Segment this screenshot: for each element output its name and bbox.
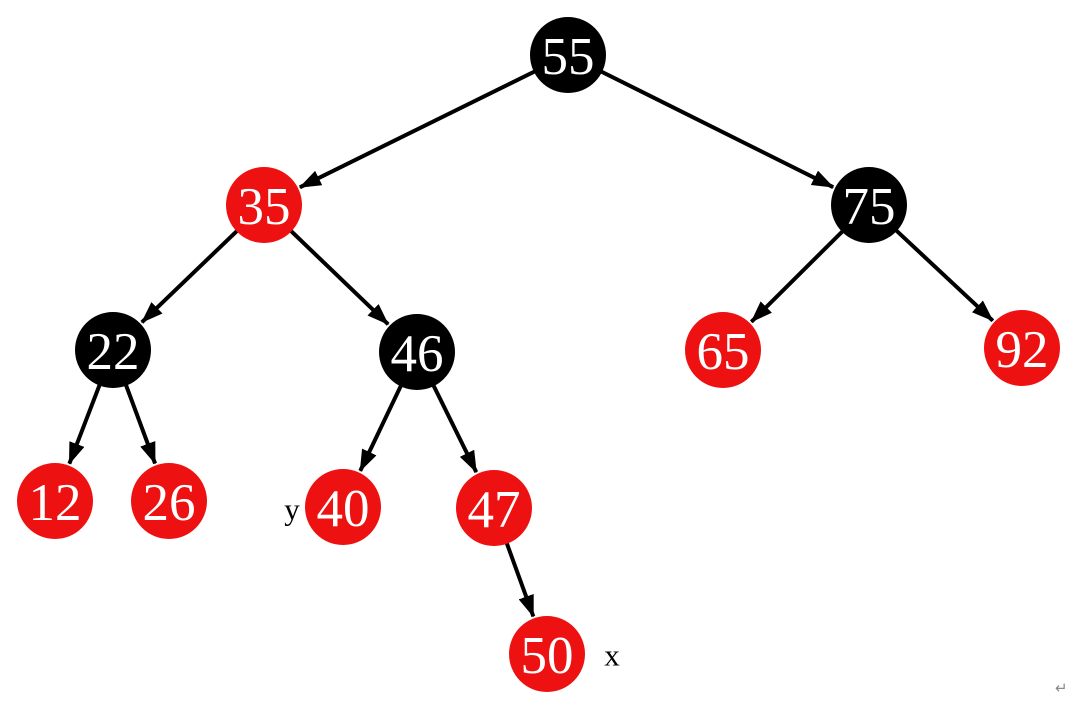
edges-layer [67,53,995,618]
nodes-layer: 55 35 75 22 46 65 92 12 26 40 47 50 [17,17,1060,692]
tree-node-label-92: 92 [996,321,1049,379]
pointer-label-x: x [604,638,620,673]
tree-node-50 [509,616,585,692]
tree-node-label-22: 22 [87,323,140,381]
tree-node-label-75: 75 [843,178,896,236]
tree-node-55 [530,17,606,93]
labels-layer: y x ↵ [284,492,1067,698]
tree-node-label-26: 26 [143,474,196,532]
tree-node-46 [379,314,455,390]
tree-node-label-46: 46 [391,325,444,383]
tree-node-26 [131,463,207,539]
tree-node-12 [17,463,93,539]
tree-node-65 [685,312,761,388]
tree-node-40 [305,469,381,545]
tree-node-label-50: 50 [521,627,574,685]
edge-55-35 [298,53,569,190]
tree-node-label-55: 55 [542,28,595,86]
tree-node-label-65: 65 [697,323,750,381]
tree-node-22 [75,312,151,388]
tree-node-label-40: 40 [317,480,370,538]
tree-node-75 [831,167,907,243]
carriage-return-mark: ↵ [1055,679,1068,697]
tree-node-label-47: 47 [468,481,521,539]
tree-node-35 [226,167,302,243]
edge-55-75 [567,53,835,189]
tree-node-label-12: 12 [29,474,82,532]
pointer-label-y: y [284,492,300,527]
tree-node-47 [456,470,532,546]
tree-node-92 [984,310,1060,386]
tree-node-label-35: 35 [238,178,291,236]
